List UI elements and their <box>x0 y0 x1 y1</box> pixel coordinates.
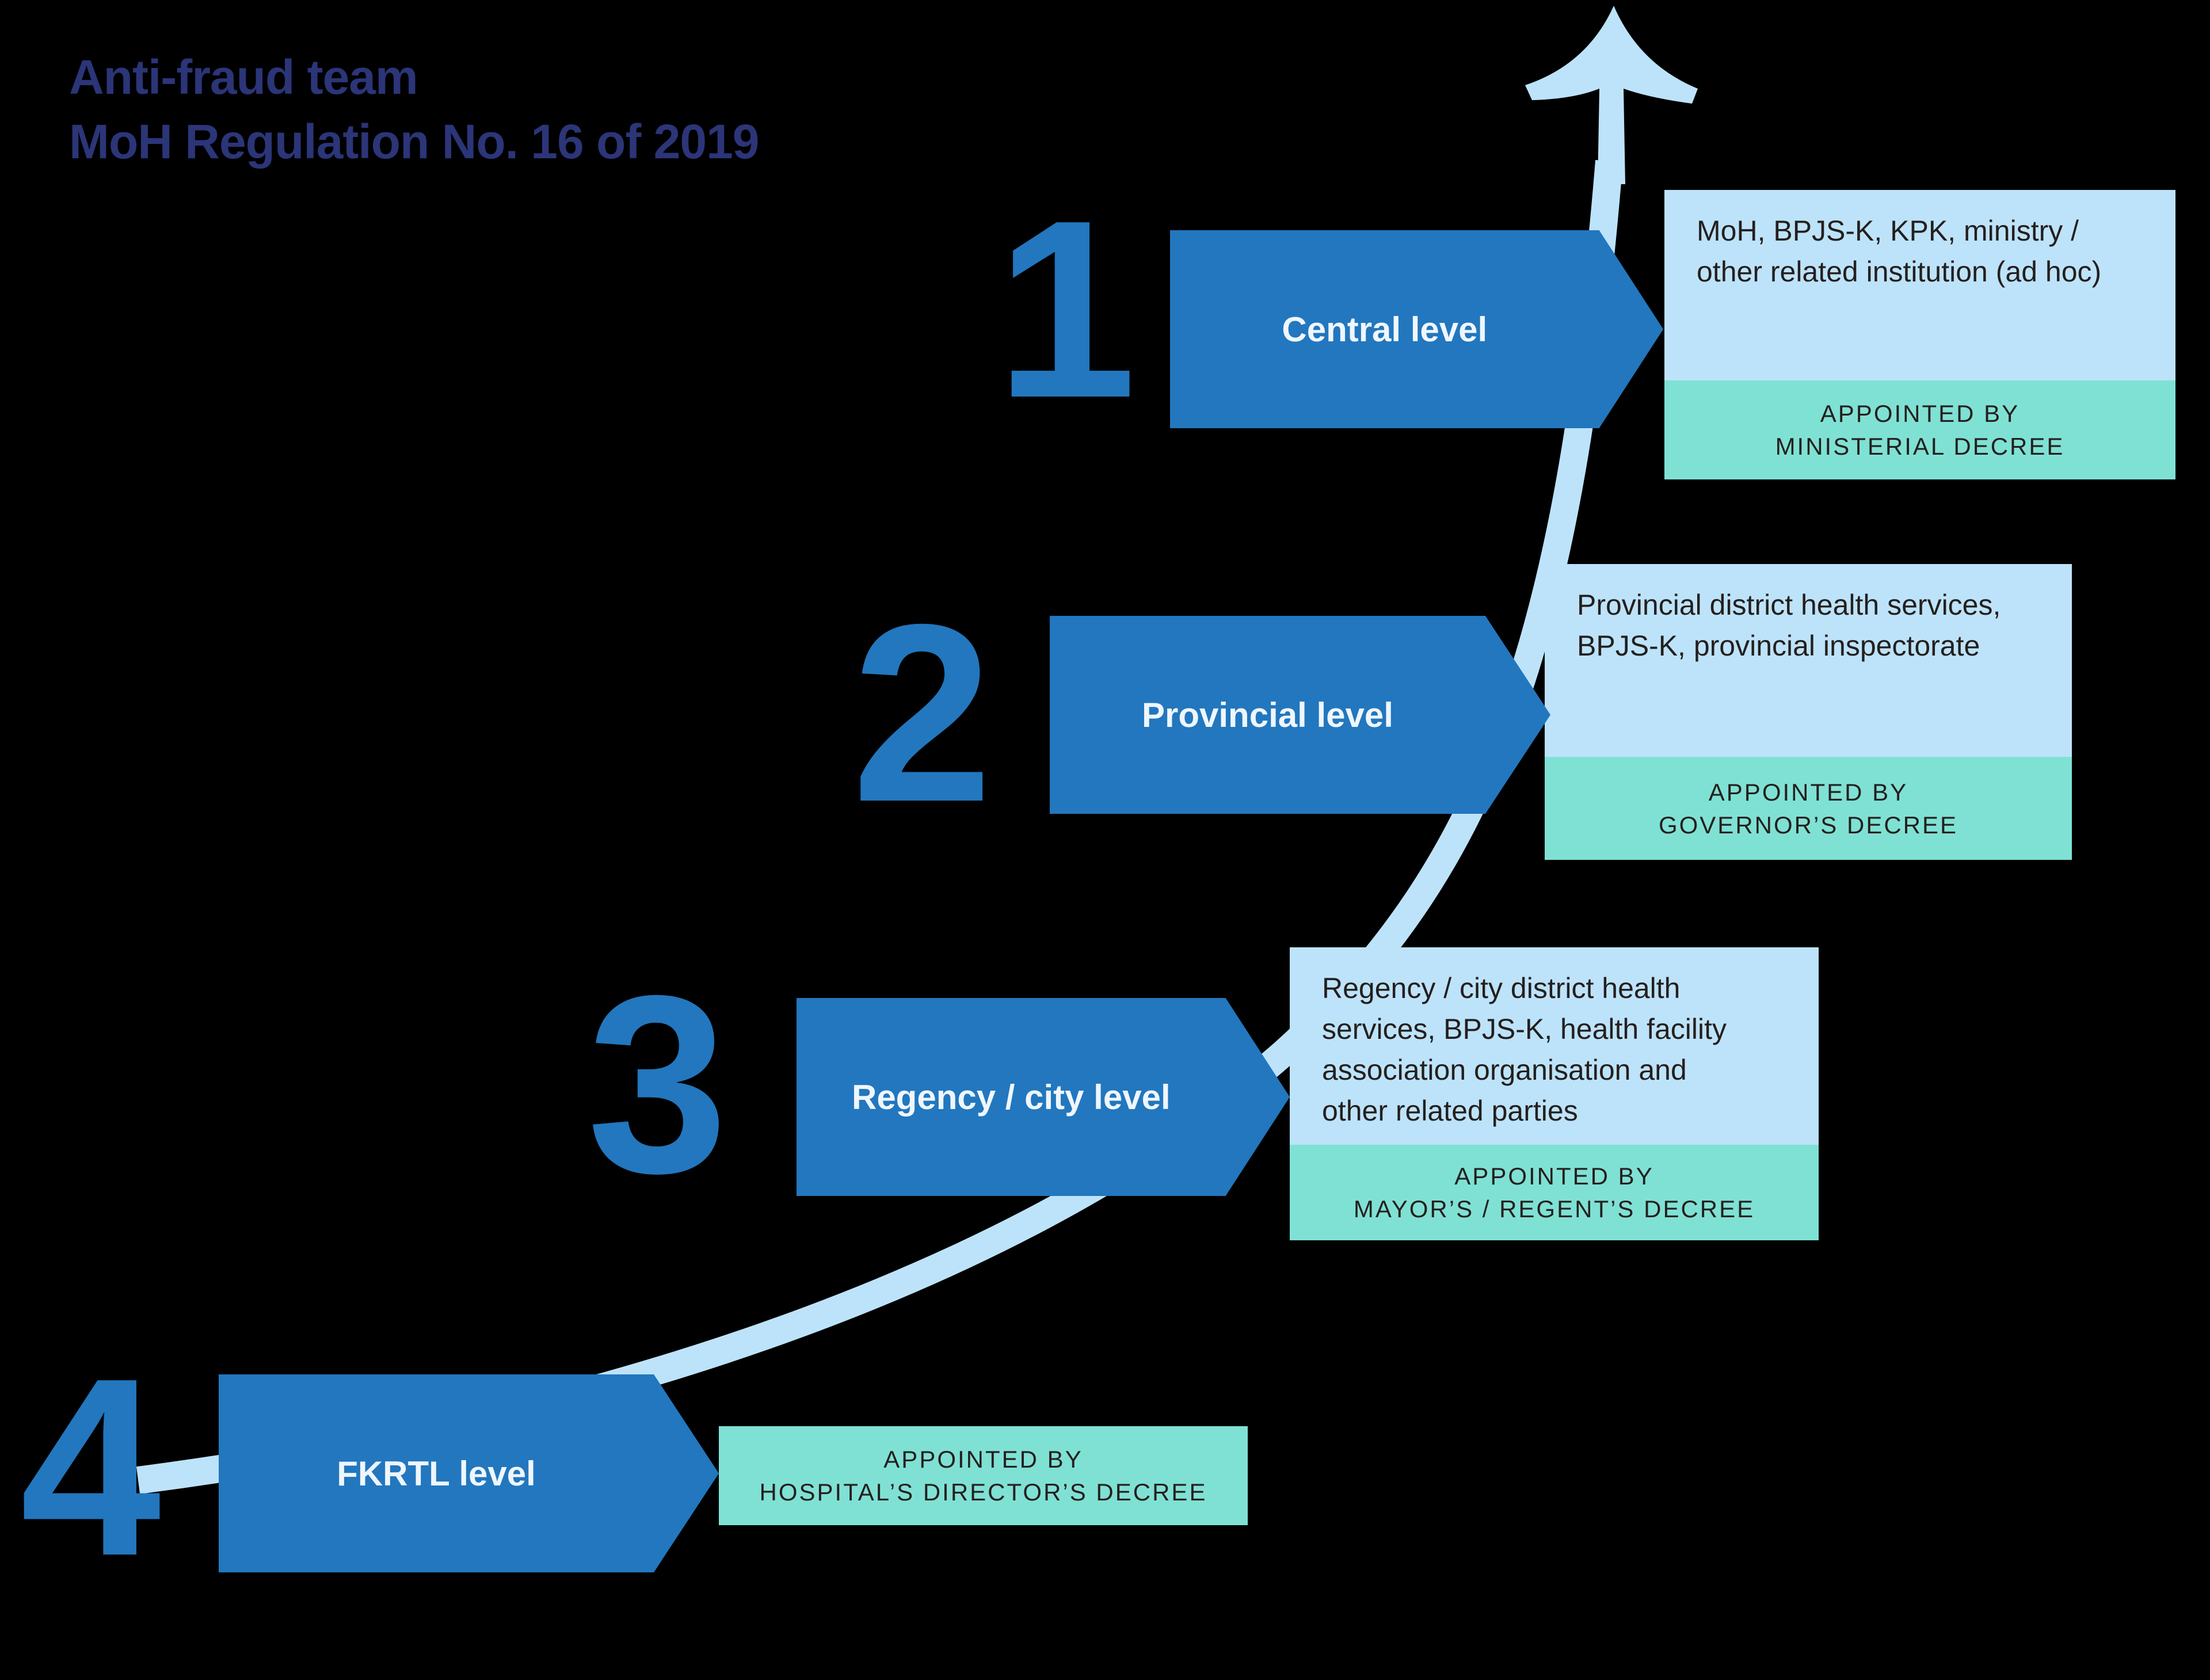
level-3-info-box: Regency / city district health services,… <box>1290 947 1819 1240</box>
level-1-banner-label: Central level <box>1282 310 1488 349</box>
level-3-number: 3 <box>587 943 728 1226</box>
level-3-banner-label: Regency / city level <box>851 1077 1171 1117</box>
level-1-institutions: MoH, BPJS-K, KPK, ministry / other relat… <box>1664 190 2175 380</box>
level-4-number: 4 <box>20 1326 161 1609</box>
level-4-appointed-by: APPOINTED BY HOSPITAL’S DIRECTOR’S DECRE… <box>719 1426 1248 1525</box>
level-2-banner-label: Provincial level <box>1142 695 1393 734</box>
level-4-banner-label: FKRTL level <box>337 1454 536 1493</box>
level-3-appointed-by: APPOINTED BY MAYOR’S / REGENT’S DECREE <box>1290 1145 1819 1240</box>
level-2-info-box: Provincial district health services, BPJ… <box>1545 564 2072 860</box>
arrowhead-icon <box>1525 6 1698 184</box>
level-3-institutions: Regency / city district health services,… <box>1290 947 1819 1145</box>
level-2-institutions: Provincial district health services, BPJ… <box>1545 564 2072 757</box>
level-4-banner: FKRTL level <box>219 1374 719 1572</box>
level-1-appointed-by: APPOINTED BY MINISTERIAL DECREE <box>1664 380 2175 479</box>
page-title: Anti-fraud team MoH Regulation No. 16 of… <box>69 50 760 169</box>
level-2-appointed-by: APPOINTED BY GOVERNOR’S DECREE <box>1545 757 2072 860</box>
level-1-number: 1 <box>996 168 1137 451</box>
level-2-number: 2 <box>852 572 993 855</box>
level-3-banner: Regency / city level <box>797 998 1290 1196</box>
level-1-banner: Central level <box>1170 230 1663 428</box>
level-1-info-box: MoH, BPJS-K, KPK, ministry / other relat… <box>1664 190 2175 479</box>
level-2-banner: Provincial level <box>1050 616 1550 814</box>
